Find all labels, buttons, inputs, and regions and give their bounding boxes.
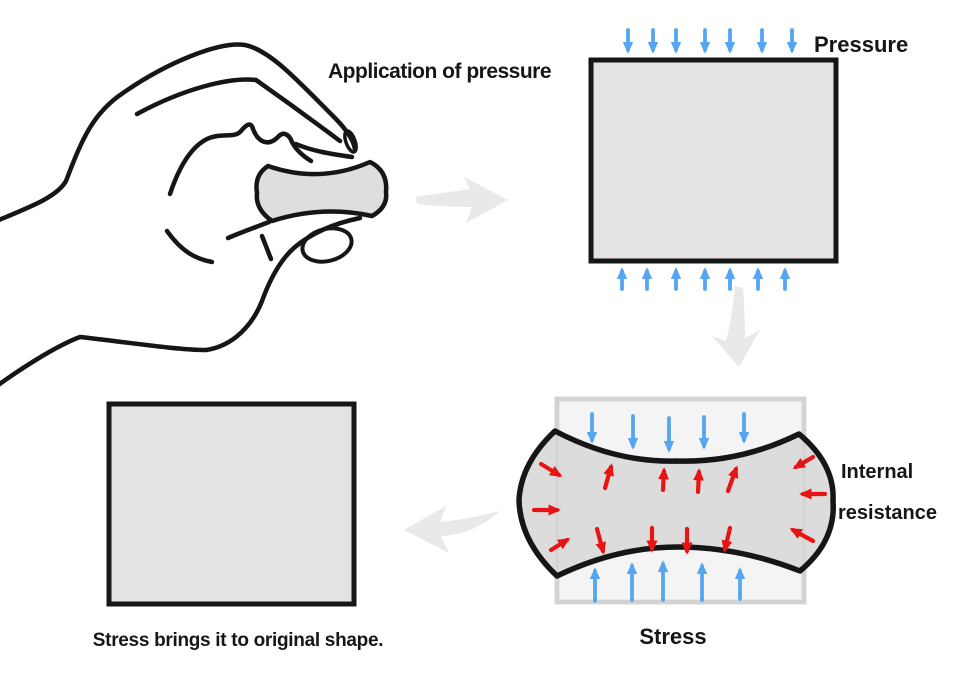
- internal-resistance-label-line2: resistance: [838, 502, 937, 524]
- resistance-arrow: [725, 465, 739, 494]
- flow-arrow-left-icon: [404, 506, 500, 553]
- resistance-arrow: [538, 461, 563, 478]
- pinched-object: [254, 159, 389, 224]
- internal-resistance-label-line1: Internal: [841, 461, 913, 483]
- restored-block: [106, 401, 357, 607]
- stress-external-arrows-bottom: [589, 560, 746, 603]
- hand-fingertip-details: [293, 129, 358, 160]
- deformed-block-outline: [516, 428, 836, 579]
- resistance-arrow: [789, 527, 816, 544]
- ghost-square-overlay: [555, 397, 806, 604]
- stress-label: Stress: [639, 624, 706, 649]
- flow-arrow-right-icon: [416, 177, 508, 223]
- pressure-arrows-bottom: [616, 267, 791, 291]
- resistance-arrow: [792, 454, 816, 470]
- resistance-arrow: [602, 463, 614, 491]
- restored-caption: Stress brings it to original shape.: [93, 630, 383, 651]
- resistance-arrow: [548, 537, 571, 553]
- resistance-arrow: [693, 468, 705, 495]
- resistance-arrow: [658, 467, 670, 493]
- flow-arrow-down-icon: [712, 286, 760, 367]
- internal-resistance-arrows: [531, 454, 828, 555]
- resistance-arrow: [594, 526, 607, 555]
- pressure-block: [588, 57, 839, 264]
- stress-external-arrows-top: [586, 412, 750, 453]
- deformed-block: [519, 431, 834, 576]
- application-of-pressure-label: Application of pressure: [328, 60, 551, 83]
- pressure-arrows-top: [622, 28, 798, 54]
- hand-pinching-icon: [0, 42, 363, 387]
- resistance-arrow: [721, 525, 733, 553]
- pressure-label: Pressure: [814, 32, 908, 57]
